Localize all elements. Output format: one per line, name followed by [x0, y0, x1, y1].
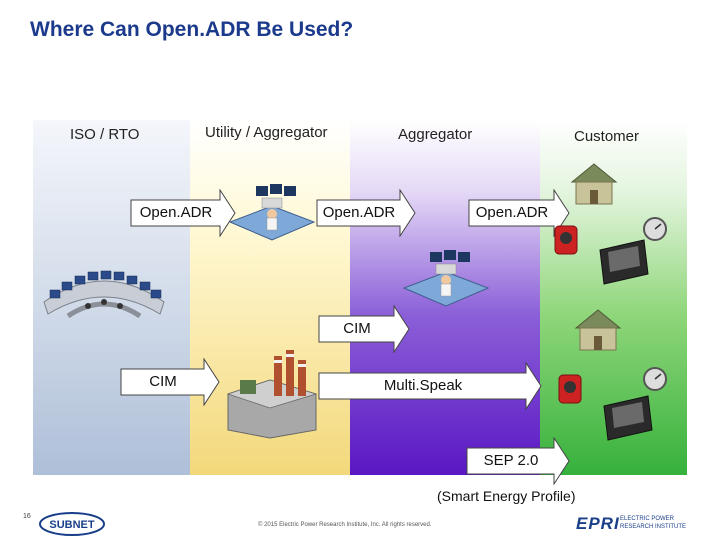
- openadr-arrow-utility-aggregator: Open.ADR: [316, 189, 416, 237]
- cim-arrow-lower: CIM: [120, 358, 220, 406]
- copyright-text: © 2015 Electric Power Research Institute…: [258, 522, 432, 528]
- epri-caption-line-2: RESEARCH INSTITUTE: [620, 524, 687, 530]
- customer-house-icon: [570, 163, 618, 205]
- arrow-shape: [318, 362, 542, 410]
- customer-house-icon: [574, 309, 622, 351]
- arrow-label: Open.ADR: [475, 204, 549, 221]
- arrow-shape: [130, 189, 236, 237]
- arrow-shape: [468, 189, 570, 237]
- arrow-label: SEP 2.0: [483, 452, 539, 469]
- arrow-shape: [318, 305, 410, 353]
- gauge-icon: [643, 367, 667, 391]
- power-plant-illustration: [226, 350, 318, 439]
- openadr-arrow-iso-utility: Open.ADR: [130, 189, 236, 237]
- arrow-label: Open.ADR: [139, 204, 213, 221]
- subnet-logo-graphic: SUBNET: [39, 512, 105, 536]
- epri-logo: EPRI: [576, 514, 620, 533]
- arrow-shape: [316, 189, 416, 237]
- epri-logo-caption: ELECTRIC POWER RESEARCH INSTITUTE: [620, 515, 686, 531]
- sep-caption: (Smart Energy Profile): [437, 488, 576, 504]
- iso-rto-header: ISO / RTO: [70, 126, 140, 143]
- control-room-illustration: [43, 270, 165, 319]
- arrow-shape: [120, 358, 220, 406]
- arrow-label: Multi.Speak: [383, 377, 463, 394]
- smart-meter-icon: [558, 374, 582, 404]
- arrow-label: CIM: [343, 320, 371, 337]
- openadr-arrow-aggregator-customer: Open.ADR: [468, 189, 570, 237]
- epri-caption-line-1: ELECTRIC POWER: [620, 516, 675, 522]
- arrow-label: CIM: [149, 373, 177, 390]
- page-number: 16: [23, 513, 31, 520]
- utility-aggregator-header: Utility / Aggregator: [205, 124, 328, 141]
- smart-meter-icon: [554, 225, 578, 255]
- customer-header: Customer: [574, 128, 640, 145]
- page-title: Where Can Open.ADR Be Used?: [30, 18, 354, 41]
- multispeak-arrow: Multi.Speak: [318, 362, 542, 410]
- cim-arrow-upper: CIM: [318, 305, 410, 353]
- sep-arrow: SEP 2.0: [466, 437, 570, 485]
- subnet-logo-text: SUBNET: [49, 519, 95, 531]
- thermostat-panel-icon: [603, 395, 653, 441]
- thermostat-panel-icon: [599, 239, 649, 285]
- utility-workstation-illustration: [228, 184, 316, 241]
- gauge-icon: [643, 217, 667, 241]
- aggregator-workstation-illustration: [402, 250, 490, 307]
- arrow-shape: [466, 437, 570, 485]
- subnet-logo: SUBNET: [36, 510, 114, 538]
- aggregator-header: Aggregator: [398, 126, 473, 143]
- arrow-label: Open.ADR: [322, 204, 396, 221]
